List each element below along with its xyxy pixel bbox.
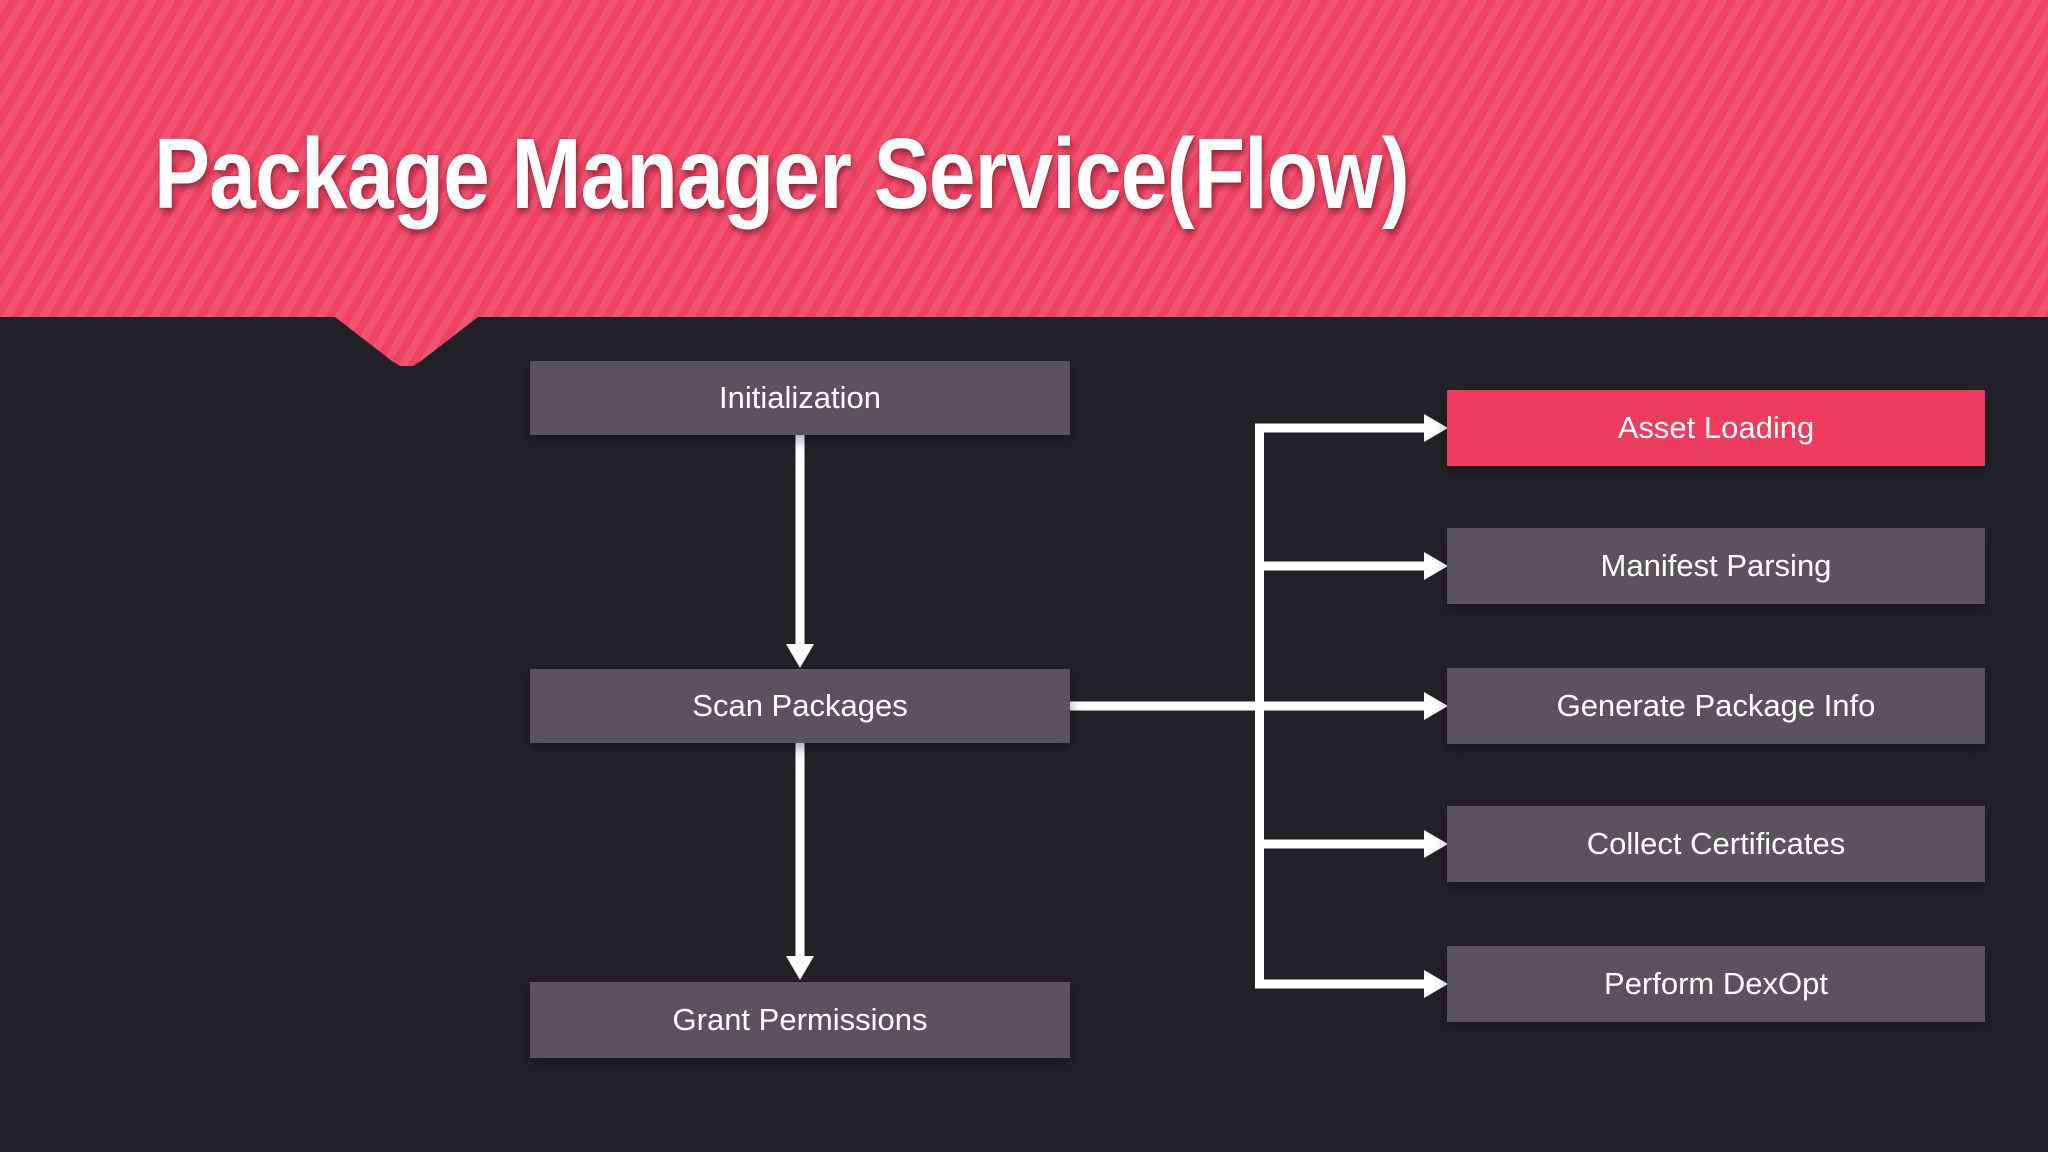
arrow-scan-to-subtasks — [1063, 414, 1448, 998]
node-grant-permissions: Grant Permissions — [530, 982, 1070, 1058]
node-label: Scan Packages — [692, 688, 908, 723]
slide-title: Package Manager Service(Flow) — [154, 118, 1410, 230]
node-label: Initialization — [719, 380, 881, 415]
node-label: Generate Package Info — [1556, 688, 1876, 723]
arrow-scan-to-grant — [786, 743, 814, 980]
arrow-init-to-scan — [786, 435, 814, 668]
node-perform-dexopt: Perform DexOpt — [1447, 946, 1985, 1022]
node-label: Perform DexOpt — [1604, 966, 1828, 1001]
title-banner — [0, 0, 2048, 366]
node-label: Manifest Parsing — [1600, 548, 1832, 583]
node-asset-loading: Asset Loading — [1447, 390, 1985, 466]
node-label: Grant Permissions — [672, 1002, 928, 1037]
node-manifest-parsing: Manifest Parsing — [1447, 528, 1985, 604]
node-label: Collect Certificates — [1586, 826, 1846, 861]
node-generate-package-info: Generate Package Info — [1447, 668, 1985, 744]
node-collect-certificates: Collect Certificates — [1447, 806, 1985, 882]
node-initialization: Initialization — [530, 361, 1070, 435]
node-label: Asset Loading — [1617, 410, 1815, 445]
node-scan-packages: Scan Packages — [530, 669, 1070, 743]
